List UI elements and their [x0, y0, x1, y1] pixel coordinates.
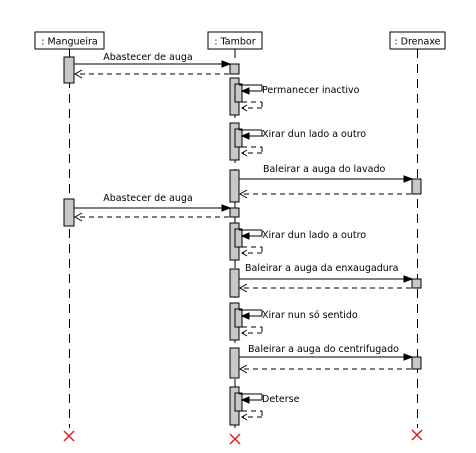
message-label: Abastecer de auga — [103, 193, 192, 204]
activation-bar — [229, 207, 240, 218]
activation-bar — [229, 63, 240, 75]
activation-bar — [63, 198, 75, 227]
return-baleirar-centrifugado — [238, 364, 411, 374]
message-label: Xirar dun lado a outro — [262, 230, 366, 241]
message-label: Baleirar a auga do centrifugado — [248, 344, 399, 355]
return-baleirar-enxaugadura — [238, 283, 411, 293]
return-abastecer-2 — [73, 212, 229, 222]
activation-bar — [229, 268, 240, 298]
activation-bar — [411, 178, 422, 195]
activation-bar — [411, 356, 422, 370]
message-label: Deterse — [262, 394, 300, 405]
participant-drenaxe-label: : Drenaxe — [394, 37, 440, 48]
return-abastecer-1 — [73, 69, 229, 79]
return-baleirar-lavado — [238, 189, 411, 199]
activation-bar — [411, 278, 422, 289]
message-abastecer-1: Abastecer de auga — [74, 52, 232, 68]
message-label: Abastecer de auga — [103, 52, 192, 63]
participant-drenaxe: : Drenaxe — [389, 31, 446, 50]
message-label: Permanecer inactivo — [262, 85, 360, 96]
destroy-marker-mangueira — [63, 430, 75, 442]
activation-bar — [229, 169, 240, 203]
participant-mangueira-label: : Mangueira — [41, 37, 98, 48]
message-label: Baleirar a auga do lavado — [263, 164, 385, 175]
self-call-xirar-2: Xirar dun lado a outro — [234, 228, 366, 257]
self-call-xirar-1: Xirar dun lado a outro — [234, 128, 366, 157]
self-call-deterse: Deterse — [234, 392, 300, 421]
message-baleirar-enxaugadura: Baleirar a auga da enxaugadura — [239, 263, 414, 283]
destroy-marker-drenaxe — [411, 429, 423, 441]
participant-tambor-label: : Tambor — [214, 37, 255, 48]
message-abastecer-2: Abastecer de auga — [74, 193, 232, 212]
participant-mangueira: : Mangueira — [34, 31, 105, 50]
message-baleirar-lavado: Baleirar a auga do lavado — [239, 164, 414, 183]
destroy-marker-tambor — [229, 433, 241, 445]
message-label: Xirar dun lado a outro — [262, 129, 366, 140]
participant-tambor: : Tambor — [207, 31, 263, 50]
self-call-permanecer-inactivo: Permanecer inactivo — [234, 83, 360, 112]
message-label: Baleirar a auga da enxaugadura — [245, 263, 399, 274]
activation-bar — [229, 347, 240, 379]
message-baleirar-centrifugado: Baleirar a auga do centrifugado — [239, 344, 414, 361]
message-label: Xirar nun só sentido — [262, 310, 358, 321]
self-call-xirar-nun-so-sentido: Xirar nun só sentido — [234, 308, 358, 337]
activation-bar — [63, 56, 75, 84]
